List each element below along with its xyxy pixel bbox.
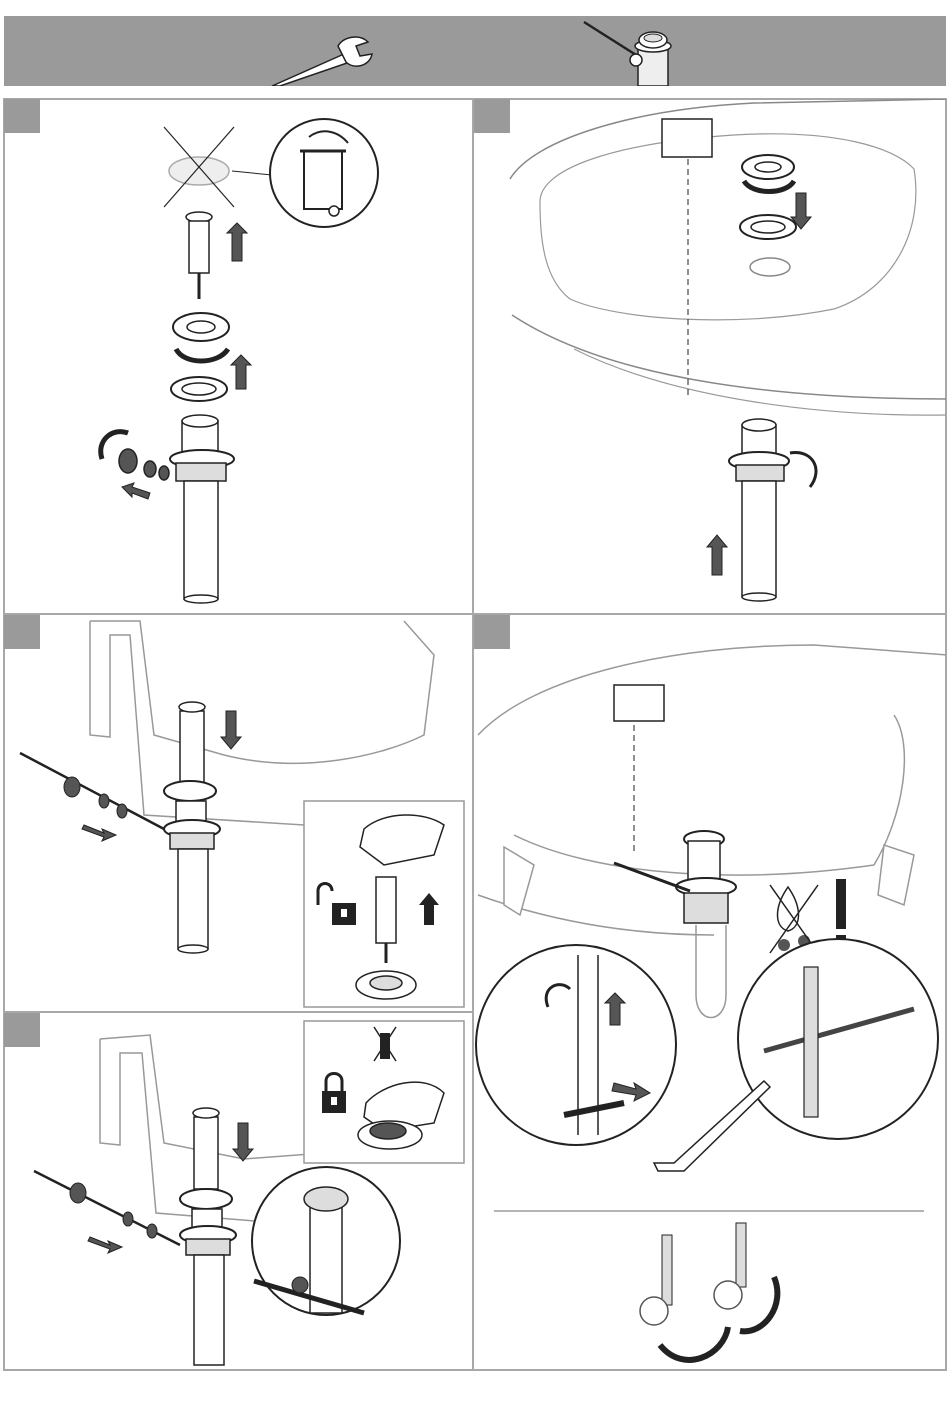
arrow-right-icon xyxy=(88,1237,122,1253)
arrow-down-icon xyxy=(233,1123,253,1161)
arrow-right-icon xyxy=(82,825,116,841)
drain-body xyxy=(170,415,234,603)
rotate-icon xyxy=(176,349,228,361)
arrow-up-icon xyxy=(227,223,247,261)
wrench-icon xyxy=(272,37,372,86)
trash-bin-icon xyxy=(270,119,378,227)
step-1-panel xyxy=(3,98,473,614)
step-3-panel xyxy=(3,614,473,1012)
rotate-icon xyxy=(790,452,816,487)
header-band xyxy=(4,16,946,86)
step-4-panel xyxy=(3,1012,473,1371)
crossed-out-gasket-icon xyxy=(164,127,234,207)
basin-icon xyxy=(510,99,947,415)
drain-stopper xyxy=(186,212,212,299)
exclamation-icon xyxy=(836,879,846,945)
arrow-up-icon xyxy=(707,535,727,575)
arrow-up-icon xyxy=(231,355,251,389)
valve-icon xyxy=(640,1223,777,1360)
arrow-down-icon xyxy=(221,711,241,749)
saw-icon xyxy=(654,1081,770,1171)
arrow-left-icon xyxy=(122,483,150,499)
step-2-panel xyxy=(473,98,947,614)
pop-up-drain-assembly-icon xyxy=(584,22,671,86)
step-5-panel xyxy=(473,614,947,1371)
header-illustration xyxy=(4,16,946,86)
